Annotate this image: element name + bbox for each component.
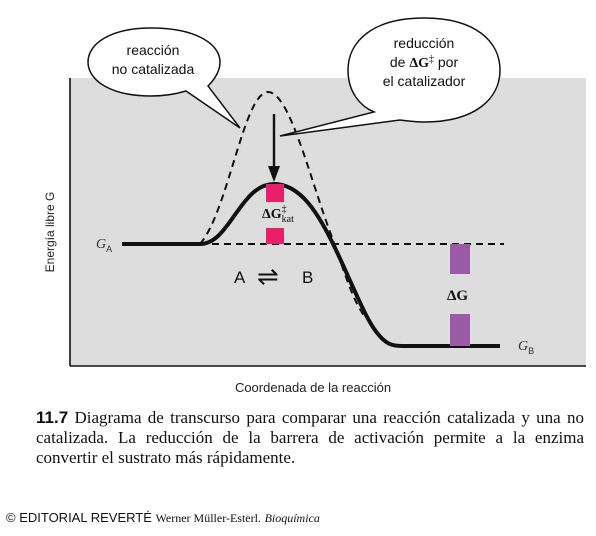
delta-g-bar-bottom	[450, 314, 470, 346]
bubble-reduction-line2: de ΔG‡ por	[390, 54, 459, 71]
reduction-arrow-head	[268, 166, 280, 182]
activation-energy-sub-kat: kat	[282, 214, 294, 225]
activation-energy-bar-bottom	[266, 228, 284, 244]
bubble-reduction-line2-pre: de	[390, 54, 409, 70]
bubble-uncatalyzed-line2: no catalizada	[112, 61, 195, 77]
activation-energy-label: ΔG‡kat	[262, 204, 294, 225]
figure-number: 11.7	[36, 408, 69, 427]
equilibrium-arrow: ⇌	[257, 261, 279, 291]
credit-author: Werner Müller-Esterl.	[155, 511, 261, 525]
delta-g-label: ΔG	[447, 288, 468, 304]
gb-label-g: G	[518, 339, 528, 354]
figure-caption: 11.7 Diagrama de transcurso para compara…	[36, 408, 584, 468]
ga-label-g: G	[96, 237, 106, 252]
delta-g-bar-top	[450, 244, 470, 274]
bubble-uncatalyzed-line1: reacción	[127, 42, 180, 58]
bubble-reduction-line1: reducción	[394, 35, 455, 51]
bubble-uncatalyzed-outline	[87, 27, 241, 129]
equilibrium-label-a: A	[234, 268, 246, 287]
bubble-reduction-delta-g: ΔG	[409, 56, 429, 71]
ga-label: GA	[96, 237, 112, 254]
activation-energy-delta-g: ΔG	[262, 207, 282, 222]
catalyzed-curve	[122, 181, 500, 348]
bubble-reduction-outline	[279, 17, 501, 137]
bubble-reduction: reducción de ΔG‡ por el catalizador	[279, 17, 501, 137]
gb-label: GB	[518, 339, 534, 356]
energy-diagram: reacción no catalizada reducción de ΔG‡ …	[43, 17, 586, 395]
ga-label-sub: A	[106, 244, 112, 254]
credit-publisher: © EDITORIAL REVERTÉ	[6, 510, 152, 525]
equilibrium-label-b: B	[302, 268, 313, 287]
copyright-credit: © EDITORIAL REVERTÉ Werner Müller-Esterl…	[6, 510, 320, 526]
gb-label-sub: B	[528, 346, 534, 356]
bubble-uncatalyzed: reacción no catalizada	[87, 27, 241, 129]
uncatalyzed-curve	[199, 90, 367, 319]
x-axis-label: Coordenada de la reacción	[235, 380, 391, 395]
bubble-reduction-line2-post: por	[434, 54, 458, 70]
credit-book: Bioquímica	[264, 511, 320, 525]
activation-energy-double-dagger: ‡	[282, 204, 287, 215]
bubble-reduction-double-dagger: ‡	[429, 54, 434, 65]
figure-caption-text: Diagrama de transcurso para comparar una…	[36, 408, 585, 467]
activation-energy-bar-top	[266, 184, 284, 202]
bubble-reduction-line3: el catalizador	[383, 73, 466, 89]
y-axis-label: Energía libre G	[43, 192, 57, 273]
plot-background	[70, 78, 586, 366]
